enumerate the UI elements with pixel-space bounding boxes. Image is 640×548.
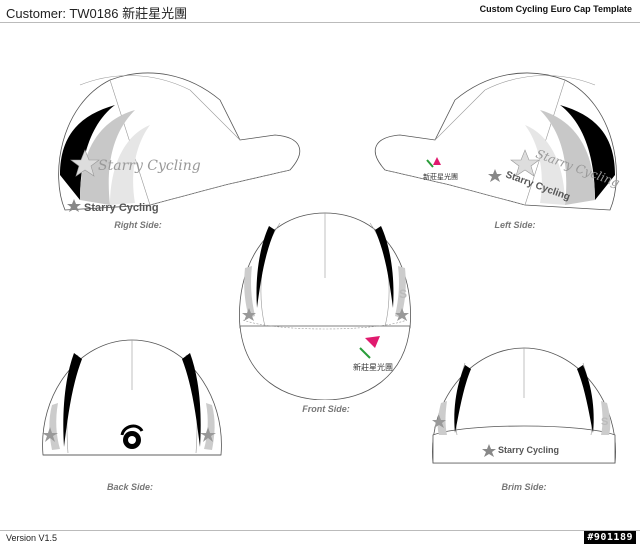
template-title: Custom Cycling Euro Cap Template — [479, 4, 632, 14]
team-logo: 新莊星光團 — [423, 157, 458, 181]
star-icon — [395, 308, 409, 321]
brand-letter: S — [601, 416, 608, 428]
id-badge: #901189 — [584, 531, 636, 544]
brim-side-view: S Starry Cycling — [425, 343, 623, 471]
star-icon — [510, 149, 540, 177]
star-icon — [67, 199, 81, 212]
team-logo: 新莊星光團 — [353, 336, 393, 372]
right-side-view: Starry Cycling Starry Cycling — [40, 65, 310, 220]
back-side-view — [38, 335, 226, 460]
star-icon — [482, 444, 496, 457]
left-side-view: Starry Cycling Starry Cycling 新莊星光團 — [365, 65, 635, 220]
star-icon — [488, 169, 502, 182]
footer-divider — [0, 530, 640, 531]
left-side-caption: Left Side: — [494, 220, 536, 230]
front-side-view: S 新莊星光團 — [235, 208, 415, 400]
star-icon — [432, 415, 446, 428]
customer-label: Customer: TW0186 新莊星光團 — [6, 6, 188, 21]
front-side-caption: Front Side: — [302, 404, 350, 414]
brand-text: Starry Cycling — [84, 202, 159, 214]
header-divider — [0, 22, 640, 23]
version-label: Version V1.5 — [6, 533, 58, 543]
header: Customer: TW0186 新莊星光團 Custom Cycling Eu… — [0, 0, 640, 22]
script-logo: Starry Cycling — [98, 158, 201, 174]
brim-side-caption: Brim Side: — [501, 482, 547, 492]
brand-emblem-icon — [120, 424, 144, 449]
star-icon — [200, 427, 216, 442]
star-icon — [70, 149, 100, 177]
team-logo-text: 新莊星光團 — [423, 172, 458, 181]
right-side-caption: Right Side: — [114, 220, 162, 230]
brand-letter: S — [399, 287, 407, 301]
brand-text: Starry Cycling — [498, 445, 559, 455]
team-logo-text: 新莊星光團 — [353, 362, 393, 372]
star-icon — [242, 308, 256, 321]
star-icon — [42, 427, 58, 442]
back-side-caption: Back Side: — [106, 482, 154, 492]
